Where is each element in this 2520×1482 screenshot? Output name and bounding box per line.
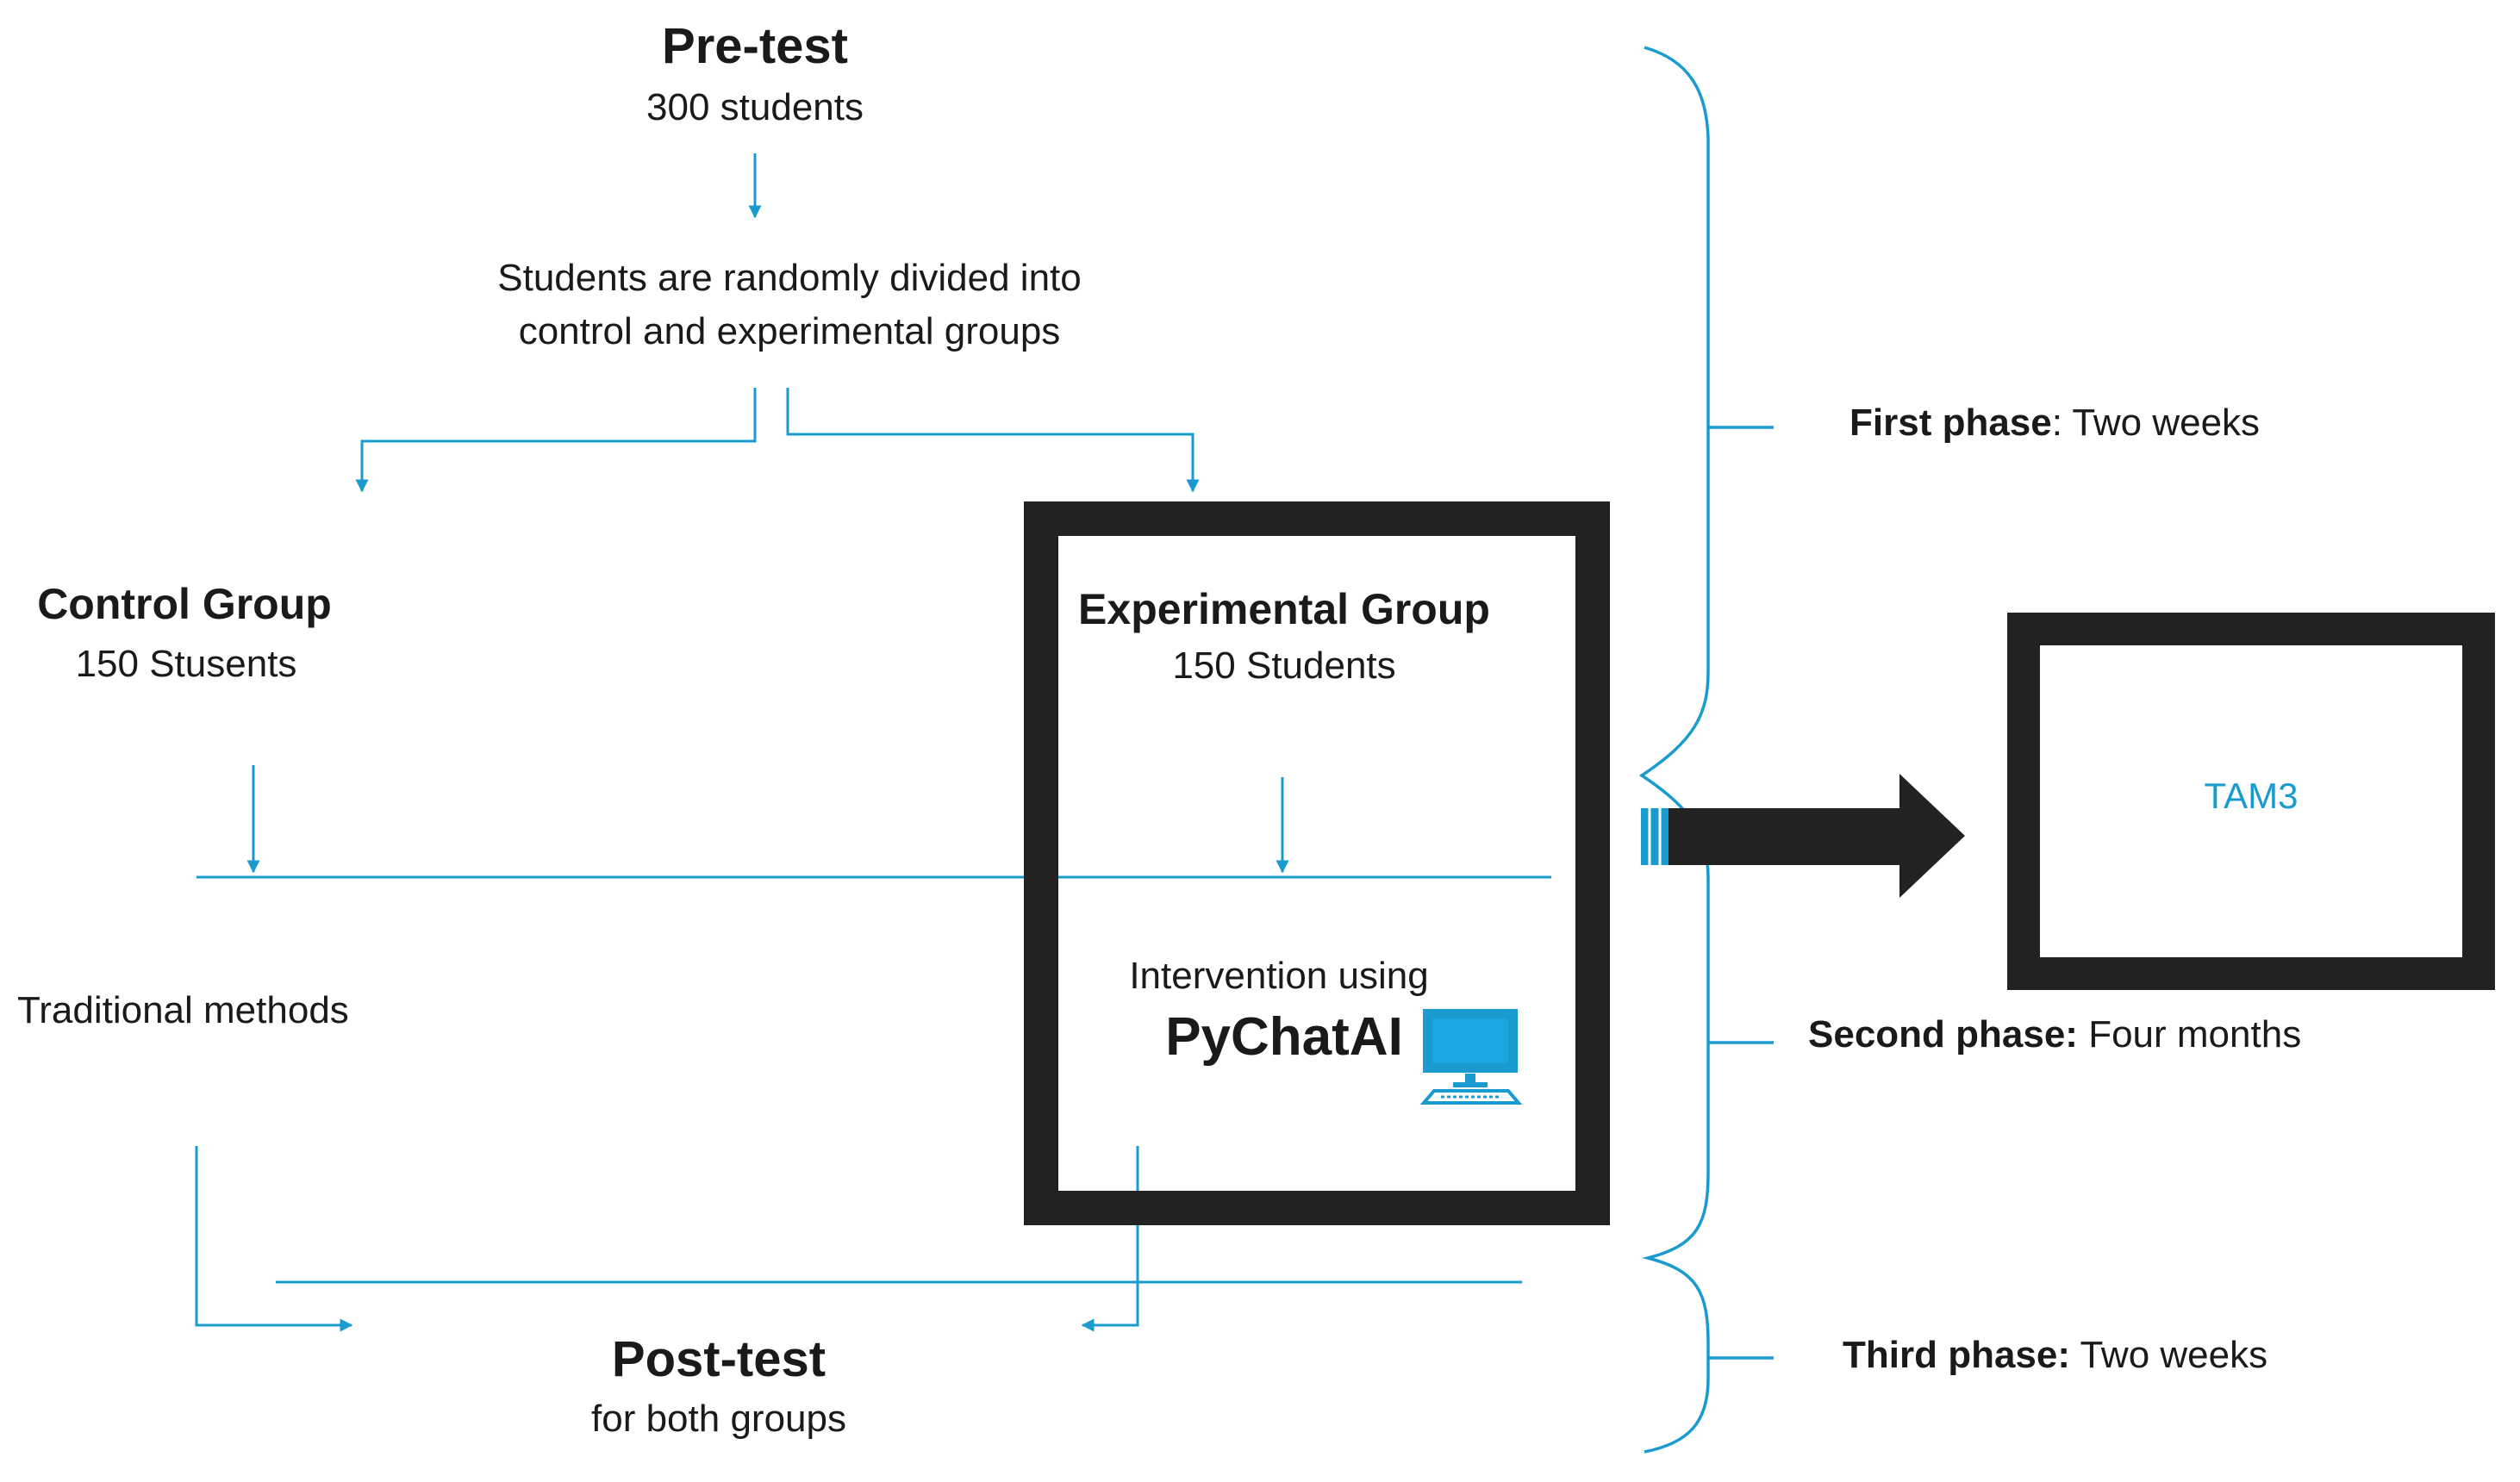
to-tam3-arrow bbox=[1641, 774, 1965, 898]
split-to-experimental-connector bbox=[786, 388, 1200, 493]
first-phase-separator: : bbox=[2051, 402, 2073, 444]
experimental-group-title: Experimental Group bbox=[1078, 585, 1490, 633]
posttest-subtitle: for both groups bbox=[591, 1398, 846, 1440]
experimental-group-count: 150 Students bbox=[1172, 644, 1396, 687]
third-phase-duration: Two weeks bbox=[2080, 1334, 2268, 1376]
third-phase-name: Third phase: bbox=[1843, 1334, 2071, 1376]
control-group-title: Control Group bbox=[37, 580, 332, 628]
division-line-1: Students are randomly divided into bbox=[497, 257, 1082, 299]
first-phase-label: First phase: Two weeks bbox=[1849, 402, 2260, 445]
computer-icon bbox=[1419, 1009, 1523, 1105]
traditional-to-posttest-connector bbox=[195, 1146, 353, 1332]
posttest-title: Post-test bbox=[611, 1331, 826, 1387]
pretest-title: Pre-test bbox=[662, 18, 848, 74]
third-phase-label: Third phase: Two weeks bbox=[1843, 1334, 2267, 1377]
first-phase-name: First phase bbox=[1849, 402, 2052, 444]
first-phase-duration: Two weeks bbox=[2072, 402, 2261, 444]
division-line-2: control and experimental groups bbox=[518, 310, 1061, 352]
pretest-count: 300 students bbox=[646, 86, 864, 128]
second-phase-separator bbox=[2078, 1013, 2088, 1055]
intervention-label: Intervention using bbox=[1129, 955, 1429, 997]
second-phase-duration: Four months bbox=[2088, 1013, 2302, 1055]
tam3-label: TAM3 bbox=[2204, 775, 2299, 816]
second-phase-name: Second phase: bbox=[1808, 1013, 2078, 1055]
phase-brace bbox=[1638, 46, 1710, 1454]
experimental-group-box bbox=[1024, 501, 1610, 1225]
pychatai-label: PyChatAI bbox=[1165, 1007, 1403, 1067]
third-phase-separator bbox=[2070, 1334, 2080, 1376]
control-group-count: 150 Stusents bbox=[75, 643, 297, 685]
second-phase-label: Second phase: Four months bbox=[1808, 1013, 2301, 1056]
split-to-control-connector bbox=[355, 388, 757, 493]
tam3-box bbox=[2007, 613, 2495, 990]
experimental-to-posttest-connector bbox=[1081, 1146, 1139, 1332]
traditional-methods-label: Traditional methods bbox=[17, 989, 349, 1031]
